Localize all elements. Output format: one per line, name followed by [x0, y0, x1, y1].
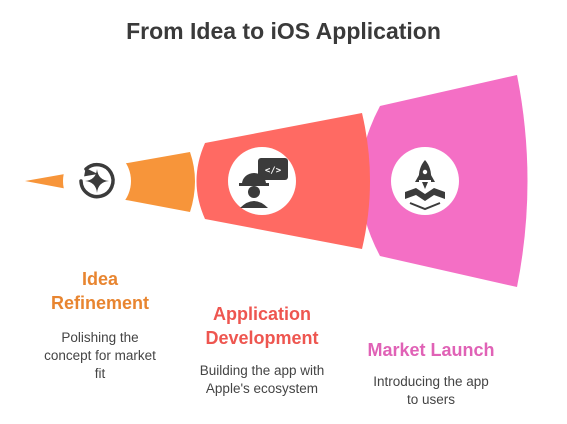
refresh-sparkle-icon [63, 147, 131, 215]
stage-desc-line: Building the app with [199, 363, 325, 378]
developer-coding-icon: </> [228, 147, 296, 215]
stage-title-line: Refinement [50, 293, 149, 313]
page-title: From Idea to iOS Application [126, 18, 441, 44]
stage-desc-line: Apple's ecosystem [205, 381, 319, 396]
stage-title-line: Idea [81, 269, 119, 289]
stage-title-app-development: Application Development [172, 302, 352, 350]
rocket-launch-icon [391, 147, 459, 215]
stage-desc-app-development: Building the app with Apple's ecosystem [167, 362, 357, 398]
stage-desc-idea-refinement: Polishing the concept for market fit [10, 329, 190, 383]
stage-desc-line: Introducing the app [373, 374, 489, 389]
stage-desc-line: to users [406, 392, 456, 407]
stage-desc-line: fit [94, 366, 106, 381]
stage-title-market-launch: Market Launch [341, 338, 521, 362]
svg-text:</>: </> [265, 166, 282, 176]
stage-title-line: Development [205, 328, 319, 348]
stage-desc-line: concept for market [44, 348, 156, 363]
stage-desc-line: Polishing the [61, 330, 139, 345]
stage-title-line: Market Launch [367, 340, 495, 360]
stage-title-idea-refinement: Idea Refinement [10, 267, 190, 315]
stage-title-line: Application [213, 304, 311, 324]
stage-desc-market-launch: Introducing the app to users [336, 373, 526, 409]
